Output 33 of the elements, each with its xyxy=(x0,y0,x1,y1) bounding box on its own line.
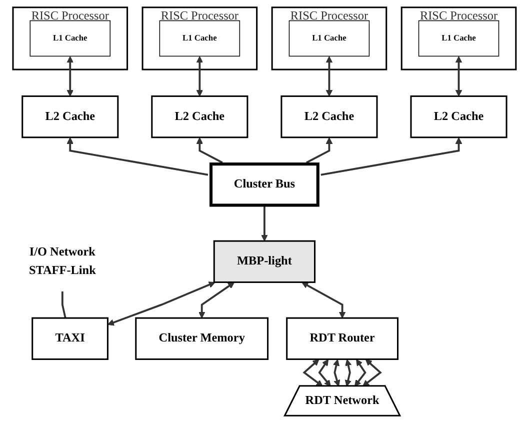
node-box: Cluster Bus xyxy=(209,162,320,207)
arrow xyxy=(66,137,208,176)
arrow xyxy=(198,282,235,318)
arrow xyxy=(318,359,331,387)
arrow xyxy=(107,282,216,326)
node-box: L2 Cache xyxy=(410,95,508,138)
node-text: I/O Network STAFF-Link xyxy=(28,246,96,277)
arrow xyxy=(332,359,340,387)
node-box: L2 Cache xyxy=(151,95,248,138)
node-box: MBP-light xyxy=(213,240,316,283)
arrow xyxy=(344,359,352,387)
node-box: L1 Cache xyxy=(288,20,370,57)
node-box: RDT Router xyxy=(286,317,399,360)
arrow xyxy=(196,137,223,164)
node-box: L2 Cache xyxy=(280,95,378,138)
arrow xyxy=(196,56,204,96)
node-box: Cluster Memory xyxy=(135,317,269,360)
arrow xyxy=(302,359,323,387)
arrow xyxy=(354,359,366,387)
arrow xyxy=(362,359,382,387)
node-box: L2 Cache xyxy=(22,95,119,138)
node-box: L1 Cache xyxy=(159,20,240,57)
arrow xyxy=(66,56,74,96)
node-box: L1 Cache xyxy=(30,20,110,57)
arrow xyxy=(320,137,462,176)
arrow xyxy=(302,282,346,318)
arrow xyxy=(455,56,462,96)
arrow xyxy=(261,205,268,242)
arrow xyxy=(306,137,333,164)
arrow xyxy=(326,56,333,96)
connector xyxy=(61,291,66,318)
node-box: TAXI xyxy=(32,317,108,360)
node-box: L1 Cache xyxy=(418,20,500,57)
